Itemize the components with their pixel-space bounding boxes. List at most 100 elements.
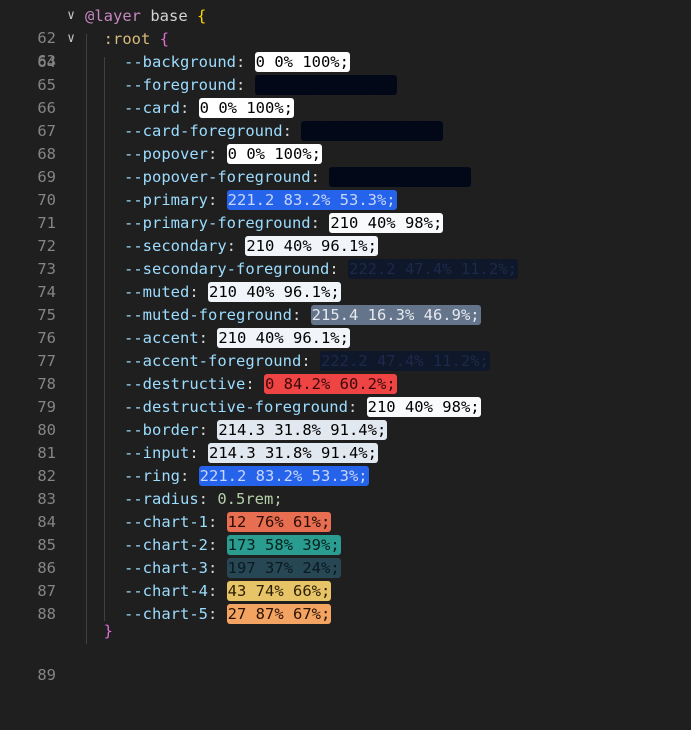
colon: :	[347, 398, 367, 416]
code-line[interactable]: 81--input: 214.3 31.8% 91.4%;	[0, 442, 691, 464]
at-rule-keyword: @layer	[85, 7, 141, 25]
code-line[interactable]: 68--popover: 0 0% 100%;	[0, 143, 691, 165]
css-variable-name: --destructive	[124, 375, 246, 393]
code-line[interactable]: 85--chart-2: 173 58% 39%;	[0, 534, 691, 556]
code-line[interactable]: 73--secondary-foreground: 222.2 47.4% 11…	[0, 258, 691, 280]
code-line[interactable]: 67--card-foreground: 222.2 84% 4.9%;	[0, 120, 691, 142]
colon: :	[310, 168, 330, 186]
line-number: 87	[37, 582, 56, 600]
layer-name: base	[150, 7, 188, 25]
colon: :	[180, 467, 199, 485]
chevron-down-icon[interactable]: ∨	[67, 8, 75, 23]
code-line[interactable]: 82--ring: 221.2 83.2% 53.3%;	[0, 465, 691, 487]
line-number: 67	[37, 122, 56, 140]
code-editor[interactable]: 62 ∨ @layer base { 63 ∨ :root { 64--back…	[0, 0, 691, 684]
css-variable-name: --secondary	[124, 237, 227, 255]
colon: :	[189, 444, 208, 462]
color-swatch-value: 210 40% 96.1%;	[208, 282, 341, 302]
code-line[interactable]: 64--background: 0 0% 100%;	[0, 51, 691, 73]
line-number: 84	[37, 513, 56, 531]
color-swatch-value: 173 58% 39%;	[226, 535, 341, 555]
colon: :	[208, 536, 227, 554]
colon: :	[235, 76, 255, 94]
css-variable-name: --chart-1	[124, 513, 208, 531]
indent-guide-root	[104, 57, 105, 621]
code-line[interactable]: 75--muted-foreground: 215.4 16.3% 46.9%;	[0, 304, 691, 326]
css-variable-name: --foreground	[124, 76, 236, 94]
colon: :	[208, 513, 227, 531]
open-brace: {	[159, 30, 170, 48]
code-line[interactable]: 70--primary: 221.2 83.2% 53.3%;	[0, 189, 691, 211]
line-number: 70	[37, 191, 56, 209]
line-number: 83	[37, 490, 56, 508]
css-variable-name: --popover-foreground	[124, 168, 311, 186]
code-line[interactable]: 71--primary-foreground: 210 40% 98%;	[0, 212, 691, 234]
color-swatch-value: 222.2 84% 4.9%;	[329, 167, 472, 187]
line-number: 89	[37, 666, 56, 684]
code-line[interactable]: 84 --chart-1: 12 76% 61%;	[0, 511, 691, 533]
colon: :	[329, 260, 348, 278]
code-line[interactable]: 65--foreground: 222.2 84% 4.9%;	[0, 74, 691, 96]
css-variable-name: --muted	[124, 283, 190, 301]
code-line[interactable]: 86 --chart-3: 197 37% 24%;	[0, 557, 691, 579]
code-line[interactable]: 63 ∨ :root {	[0, 28, 691, 70]
close-brace: }	[103, 622, 114, 640]
colon: :	[208, 191, 227, 209]
line-number: 62	[37, 29, 56, 47]
colon: :	[208, 145, 227, 163]
code-line[interactable]: 80--border: 214.3 31.8% 91.4%;	[0, 419, 691, 441]
code-line[interactable]: 83--radius: 0.5rem;	[0, 488, 691, 510]
css-variable-name: --accent	[124, 329, 199, 347]
color-swatch-value: 214.3 31.8% 91.4%;	[217, 420, 388, 440]
colon: :	[189, 283, 208, 301]
color-swatch-value: 197 37% 24%;	[226, 558, 341, 578]
code-line[interactable]: 76--accent: 210 40% 96.1%;	[0, 327, 691, 349]
color-swatch-value: 221.2 83.2% 53.3%;	[198, 466, 369, 486]
colon: :	[301, 352, 320, 370]
code-line[interactable]: 77--accent-foreground: 222.2 47.4% 11.2%…	[0, 350, 691, 372]
colon: :	[208, 605, 227, 623]
css-variable-name: --secondary-foreground	[124, 260, 330, 278]
code-line[interactable]: 66--card: 0 0% 100%;	[0, 97, 691, 119]
line-number: 76	[37, 329, 56, 347]
code-line[interactable]: 74--muted: 210 40% 96.1%;	[0, 281, 691, 303]
line-number: 78	[37, 375, 56, 393]
line-number: 64	[37, 53, 56, 71]
line-number: 80	[37, 421, 56, 439]
css-variable-name: --card-foreground	[124, 122, 283, 140]
code-line[interactable]: 89 }	[0, 620, 691, 684]
css-variable-name: --chart-3	[124, 559, 208, 577]
code-line[interactable]: 69--popover-foreground: 222.2 84% 4.9%;	[0, 166, 691, 188]
code-line[interactable]: 88--chart-5: 27 87% 67%;	[0, 603, 691, 625]
colon: :	[208, 582, 227, 600]
color-swatch-value: 221.2 83.2% 53.3%;	[226, 190, 397, 210]
code-line[interactable]: 78--destructive: 0 84.2% 60.2%;	[0, 373, 691, 395]
css-variable-name: --chart-5	[124, 605, 208, 623]
color-swatch-value: 0 0% 100%;	[254, 52, 350, 72]
colon: :	[235, 53, 255, 71]
colon: :	[310, 214, 330, 232]
color-swatch-value: 215.4 16.3% 46.9%;	[310, 305, 481, 325]
colon: :	[198, 421, 218, 439]
colon: :	[198, 490, 218, 508]
line-number: 63	[37, 52, 56, 70]
css-variable-name: --accent-foreground	[124, 352, 302, 370]
code-line[interactable]: 79--destructive-foreground: 210 40% 98%;	[0, 396, 691, 418]
line-number: 81	[37, 444, 56, 462]
line-number: 88	[37, 605, 56, 623]
code-line[interactable]: 72--secondary: 210 40% 96.1%;	[0, 235, 691, 257]
colon: :	[180, 99, 199, 117]
css-variable-name: --radius	[124, 490, 199, 508]
chevron-down-icon[interactable]: ∨	[67, 31, 75, 46]
line-number: 82	[37, 467, 56, 485]
colon: :	[226, 237, 246, 255]
colon: :	[208, 559, 227, 577]
colon: :	[291, 306, 311, 324]
code-line[interactable]: 62 ∨ @layer base {	[0, 5, 691, 47]
color-swatch-value: 12 76% 61%;	[226, 512, 332, 532]
css-variable-name: --primary-foreground	[124, 214, 311, 232]
code-line[interactable]: 87--chart-4: 43 74% 66%;	[0, 580, 691, 602]
line-number: 86	[37, 559, 56, 577]
color-swatch-value: 0 84.2% 60.2%;	[264, 374, 397, 394]
color-swatch-value: 0 0% 100%;	[226, 144, 322, 164]
